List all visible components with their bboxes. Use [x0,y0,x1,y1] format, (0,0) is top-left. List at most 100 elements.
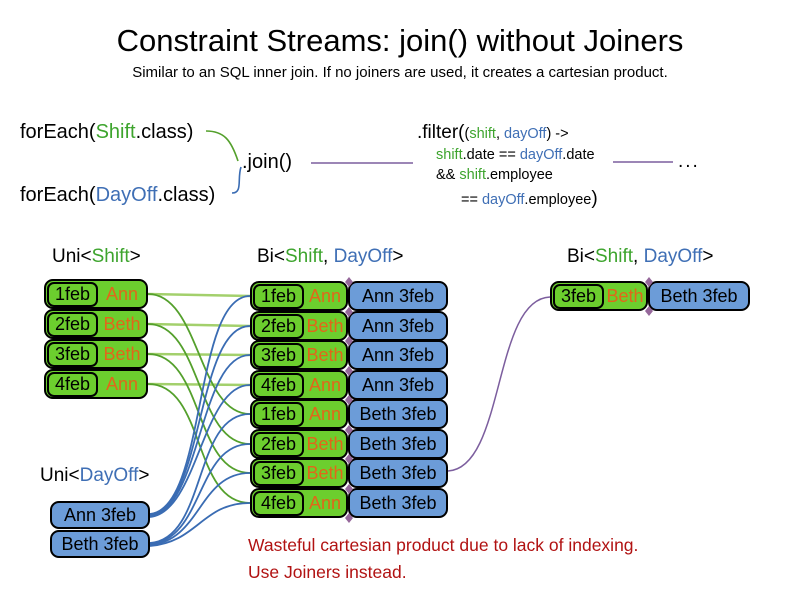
dayoff-pair-lines [149,295,251,547]
pair-date: 3feb [253,460,304,486]
pair-row-shift: 2feb Beth [250,311,348,341]
shift-date: 2feb [47,311,98,337]
label-part: > [392,246,404,267]
label-part-shift: Shift [595,246,634,267]
pair-row-dayoff: Beth 3feb [348,488,448,518]
pair-row-shift: 1feb Ann [250,281,348,311]
label-uni-dayoff: Uni<DayOff> [40,465,150,487]
result-row-dayoff: Beth 3feb [648,281,750,311]
code-token-dayoff: DayOff [95,184,158,206]
pair-date: 1feb [253,401,304,427]
subtitle: Similar to an SQL inner join. If no join… [132,64,668,81]
code-token-dayoff: dayOff [519,147,563,163]
code-filter-line1: .filter((shift, dayOff) -> [417,122,569,144]
label-part: Bi< [567,246,595,267]
label-part: > [702,246,714,267]
code-foreach-shift: forEach(Shift.class) [20,121,193,144]
code-brace-lines [205,130,242,194]
code-token: .class) [135,121,194,143]
code-filter-line2: shift.date == dayOff.date [436,147,595,163]
result-employee: Beth [606,285,644,306]
dayoff-row: Ann 3feb [50,501,150,529]
shift-row: 2feb Beth [44,309,148,339]
pair-date: 2feb [253,313,304,339]
code-token: forEach( [20,121,96,143]
code-token-shift: shift [469,126,496,142]
pair-employee: Beth [306,433,344,454]
code-ellipsis: ... [678,151,700,172]
pair-date: 3feb [253,342,304,368]
label-part: > [129,246,141,267]
code-token-shift: shift [436,147,463,163]
code-token: .filter( [417,122,465,143]
pair-date: 1feb [253,283,304,309]
code-token: ( [464,126,470,142]
label-bi-mid: Bi<Shift, DayOff> [257,246,403,268]
code-foreach-dayoff: forEach(DayOff.class) [20,184,215,207]
label-part: Uni< [52,246,92,267]
shift-employee: Ann [105,373,139,394]
label-part-dayoff: DayOff [79,465,139,486]
pair-row-dayoff: Beth 3feb [348,458,448,488]
warning-note: Wasteful cartesian product due to lack o… [248,532,638,586]
pair-row-dayoff: Ann 3feb [348,340,448,370]
label-part: , [633,246,644,267]
shift-employee: Beth [103,313,141,334]
pair-row-dayoff: Ann 3feb [348,370,448,400]
pair-employee: Beth [306,315,344,336]
code-token: .date [562,147,595,163]
shift-row: 4feb Ann [44,369,148,399]
shift-employee: Beth [103,343,141,364]
warning-note-line2: Use Joiners instead. [248,562,407,582]
pair-employee: Ann [308,285,342,306]
pair-row-shift: 4feb Ann [250,488,348,518]
pair-row-shift: 1feb Ann [250,399,348,429]
pair-row-shift: 4feb Ann [250,370,348,400]
flow-lines [311,161,673,164]
label-part: Uni< [40,465,80,486]
shift-pair-lines-curved [147,293,251,504]
code-token: , [495,126,504,142]
label-part-dayoff: DayOff [333,246,393,267]
pair-date: 4feb [253,372,304,398]
pair-row-dayoff: Ann 3feb [348,311,448,341]
pair-date: 2feb [253,431,304,457]
code-filter-line3: && shift.employee [436,167,553,183]
code-token: forEach( [20,184,96,206]
code-token: ) [591,188,598,209]
code-token: ) -> [546,126,569,142]
shift-row: 1feb Ann [44,279,148,309]
code-join: .join() [242,151,293,173]
shift-date: 4feb [47,371,98,397]
page-title: Constraint Streams: join() without Joine… [116,23,684,58]
label-uni-shift: Uni<Shift> [52,246,141,268]
label-part: > [138,465,150,486]
dayoff-row: Beth 3feb [50,530,150,558]
code-filter-line4: == dayOff.employee) [461,188,598,210]
label-bi-right: Bi<Shift, DayOff> [567,246,713,268]
warning-note-line1: Wasteful cartesian product due to lack o… [248,535,639,555]
code-token-dayoff: dayOff [504,126,547,142]
pair-employee: Ann [308,374,342,395]
shift-pair-lines-straight [147,292,251,387]
pair-employee: Ann [308,492,342,513]
pair-row-shift: 2feb Beth [250,429,348,459]
result-link-line [447,296,551,472]
pair-row-dayoff: Beth 3feb [348,429,448,459]
label-part-shift: Shift [285,246,324,267]
code-token: .employee [524,192,592,208]
pair-employee: Beth [306,462,344,483]
code-token-dayoff: dayOff [481,192,525,208]
shift-employee: Ann [105,283,139,304]
shift-date: 1feb [47,281,98,307]
pair-row-dayoff: Beth 3feb [348,399,448,429]
pair-row-shift: 3feb Beth [250,340,348,370]
pair-row-dayoff: Ann 3feb [348,281,448,311]
result-date: 3feb [553,283,604,309]
code-token-shift: Shift [95,121,136,143]
pair-row-shift: 3feb Beth [250,458,348,488]
label-part: , [323,246,334,267]
label-part: Bi< [257,246,285,267]
